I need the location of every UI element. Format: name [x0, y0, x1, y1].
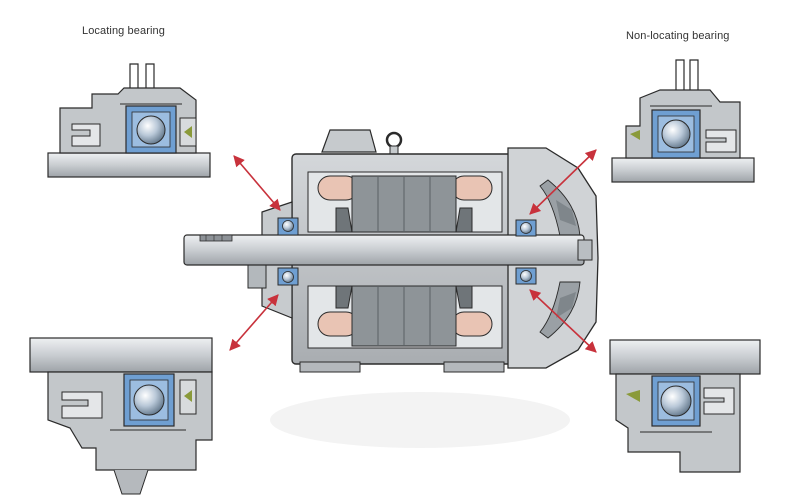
arrow-top-left	[233, 155, 281, 211]
floor-shadow	[270, 392, 570, 448]
motor-body	[183, 129, 599, 373]
arrow-top-right	[529, 149, 597, 215]
detail-non-locating-top	[611, 59, 755, 183]
motor-bearing-de-top	[277, 217, 299, 236]
locating-bearing-label: Locating bearing	[82, 25, 165, 37]
motor-bearing-de-bottom	[277, 267, 299, 286]
callout-arrows	[229, 149, 597, 353]
motor-bearing-nde-top	[515, 219, 537, 237]
detail-non-locating-bottom	[609, 339, 761, 473]
arrow-bottom-left	[229, 294, 279, 351]
lifting-eye-icon	[385, 131, 403, 155]
detail-locating-bottom	[29, 337, 213, 495]
motor-bearing-nde-bottom	[515, 267, 537, 285]
non-locating-bearing-label: Non-locating bearing	[626, 30, 730, 42]
detail-locating-top	[47, 63, 211, 178]
arrow-bottom-right	[529, 289, 597, 353]
